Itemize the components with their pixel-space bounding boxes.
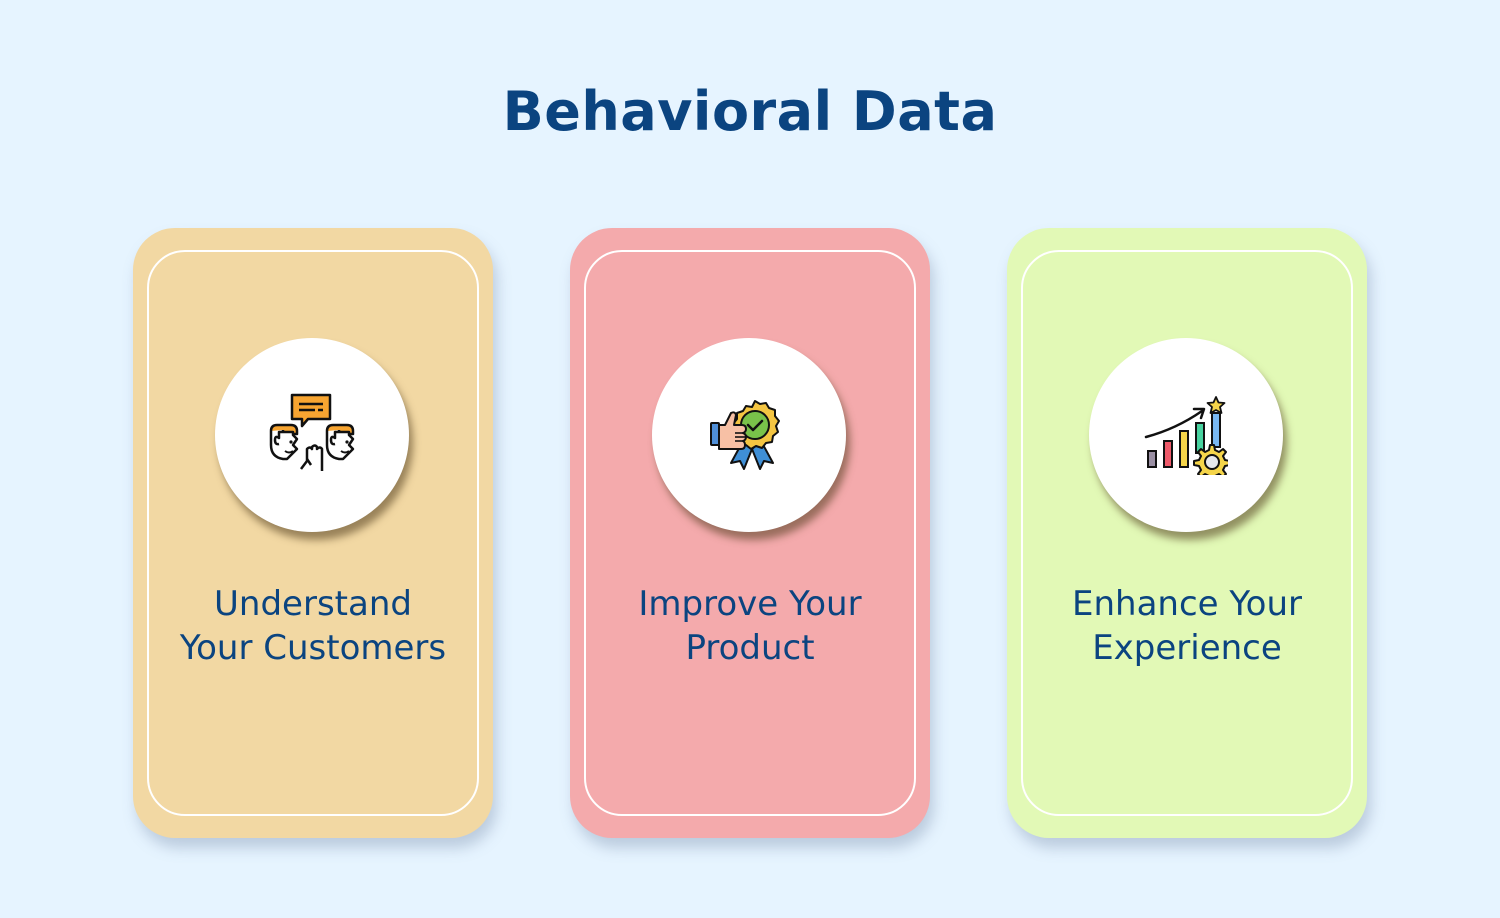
page-title: Behavioral Data: [502, 80, 998, 143]
card-label-line-1: Understand: [214, 584, 412, 624]
icon-circle: [652, 338, 846, 532]
card-label-line-1: Enhance Your: [1072, 584, 1302, 624]
card-understand-customers: Understand Your Customers: [133, 228, 493, 838]
card-inner-border: [1021, 250, 1353, 816]
growth-chart-gear-icon: [1144, 396, 1228, 475]
card-label-line-2: Product: [685, 628, 815, 668]
card-label-line-2: Your Customers: [179, 628, 447, 668]
card-inner-border: [584, 250, 916, 816]
card-label: Enhance Your Experience: [1007, 582, 1367, 670]
card-inner-border: [147, 250, 479, 816]
card-label-line-2: Experience: [1092, 628, 1282, 668]
customers-conversation-icon: [269, 393, 355, 471]
card-improve-product: Improve Your Product: [570, 228, 930, 838]
quality-badge-thumbs-up-icon: [710, 400, 780, 470]
card-label: Understand Your Customers: [133, 582, 493, 670]
card-label-line-1: Improve Your: [638, 584, 862, 624]
icon-circle: [1089, 338, 1283, 532]
card-enhance-experience: Enhance Your Experience: [1007, 228, 1367, 838]
card-label: Improve Your Product: [570, 582, 930, 670]
icon-circle: [215, 338, 409, 532]
